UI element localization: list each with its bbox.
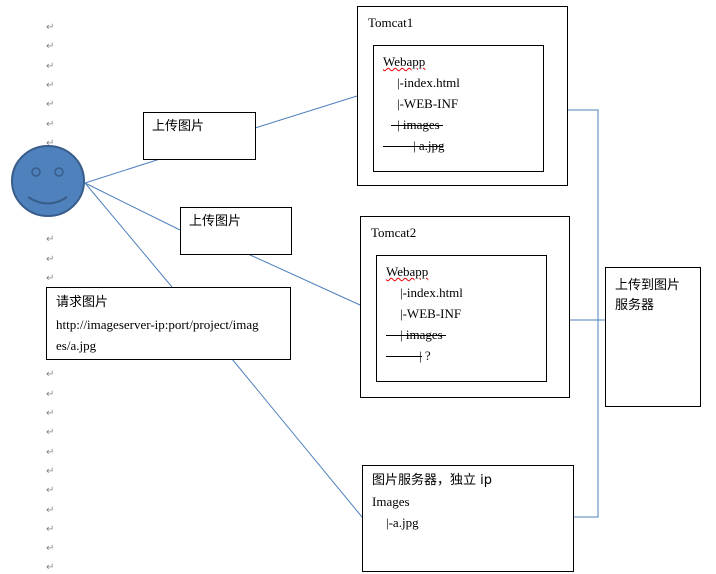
paragraph-mark: ↵ xyxy=(46,99,55,111)
upload-to-server-box: 上传到图片 服务器 xyxy=(605,267,701,407)
upload-label-1: 上传图片 xyxy=(152,119,205,134)
connector-tomcat1-imageserver xyxy=(543,109,599,518)
strike-line xyxy=(391,125,443,126)
request-url-2: es/a.jpg xyxy=(56,338,97,353)
tree-item: |-WEB-INF xyxy=(400,306,462,321)
paragraph-mark: ↵ xyxy=(46,427,55,439)
paragraph-mark: ↵ xyxy=(46,79,55,91)
paragraph-mark: ↵ xyxy=(46,118,55,130)
paragraph-mark: ↵ xyxy=(46,137,55,149)
request-url-1: http://imageserver-ip:port/project/imag xyxy=(56,317,259,332)
upload-box-2: 上传图片 xyxy=(180,207,292,255)
upload-label-2: 上传图片 xyxy=(189,214,242,229)
image-server-box: 图片服务器，独立 ip Images |-a.jpg xyxy=(362,465,574,572)
tree-item: Webapp xyxy=(386,264,429,279)
connector-user-upload1 xyxy=(84,158,161,184)
paragraph-mark: ↵ xyxy=(46,504,55,516)
paragraph-mark: ↵ xyxy=(46,465,55,477)
strike-line xyxy=(383,146,443,147)
tree-item: | images xyxy=(400,327,443,342)
upload-to-server-line1: 上传到图片 xyxy=(615,278,681,293)
strike-line xyxy=(386,356,422,357)
image-server-file: |-a.jpg xyxy=(386,515,419,530)
request-box: 请求图片 http://imageserver-ip:port/project/… xyxy=(46,287,291,360)
tree-item: | images xyxy=(397,117,440,132)
paragraph-mark: ↵ xyxy=(46,41,55,53)
tree-item: |-index.html xyxy=(397,75,460,90)
upload-to-server-line2: 服务器 xyxy=(615,298,655,313)
paragraph-mark: ↵ xyxy=(46,408,55,419)
paragraph-mark: ↵ xyxy=(46,272,55,284)
request-label: 请求图片 xyxy=(56,295,109,310)
connector-user-request xyxy=(84,182,173,288)
connector-request-imageserver xyxy=(231,358,363,518)
smiley-icon xyxy=(11,145,85,217)
tomcat1-webapp-box: Webapp |-index.html |-WEB-INF | images |… xyxy=(373,45,544,172)
tree-item: Webapp xyxy=(383,54,426,69)
image-server-title: 图片服务器，独立 ip xyxy=(372,473,492,488)
upload-box-1: 上传图片 xyxy=(143,112,256,160)
paragraph-mark: ↵ xyxy=(46,22,55,33)
paragraph-mark: ↵ xyxy=(46,485,55,497)
paragraph-mark: ↵ xyxy=(46,562,55,574)
connector-upload1-tomcat1 xyxy=(254,95,358,129)
connector-upload2-tomcat2 xyxy=(247,253,361,306)
image-server-folder: Images xyxy=(372,494,410,509)
paragraph-mark: ↵ xyxy=(46,253,55,265)
tree-item: |-WEB-INF xyxy=(397,96,459,111)
paragraph-mark: ↵ xyxy=(46,369,55,381)
paragraph-mark: ↵ xyxy=(46,446,55,458)
tomcat1-title: Tomcat1 xyxy=(368,15,414,30)
paragraph-mark: ↵ xyxy=(46,234,55,246)
connector-user-upload2 xyxy=(84,182,181,231)
paragraph-mark: ↵ xyxy=(46,523,55,535)
paragraph-mark: ↵ xyxy=(46,60,55,72)
tree-item: |-index.html xyxy=(400,285,463,300)
tree-item: | a.jpg xyxy=(413,138,445,153)
paragraph-mark: ↵ xyxy=(46,543,55,555)
tree-item: | ? xyxy=(419,348,431,363)
tomcat2-webapp-box: Webapp |-index.html |-WEB-INF | images |… xyxy=(376,255,547,382)
strike-line xyxy=(386,335,446,336)
tomcat2-title: Tomcat2 xyxy=(371,225,417,240)
paragraph-mark: ↵ xyxy=(46,388,55,400)
